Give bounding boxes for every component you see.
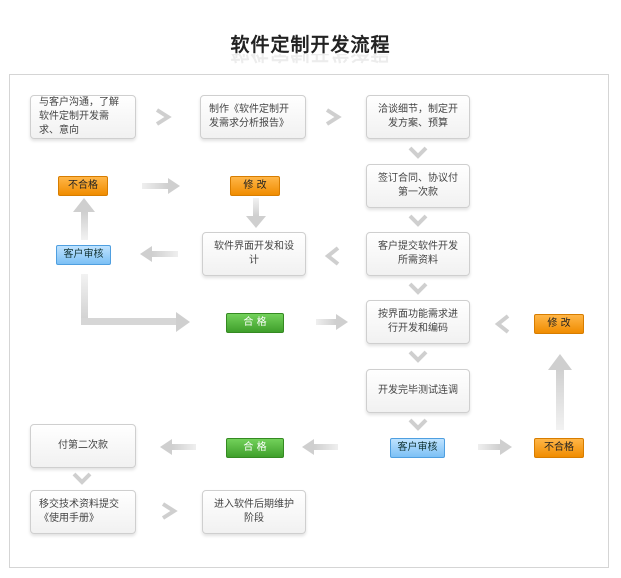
step-contract: 签订合同、协议付第一次款 <box>366 164 470 208</box>
fail-tag-bottom: 不合格 <box>534 438 584 458</box>
step-second-payment-label: 付第二次款 <box>58 440 108 451</box>
step-submit-label: 客户提交软件开发所需资料 <box>378 241 458 266</box>
step-maintenance: 进入软件后期维护阶段 <box>202 490 306 534</box>
step-communicate: 与客户沟通，了解软件定制开发需求、意向 <box>30 95 136 139</box>
diagram-title: 软件定制开发流程 <box>230 34 391 56</box>
step-ui-design-label: 软件界面开发和设计 <box>214 241 294 266</box>
review-tag-top: 客户审核 <box>56 245 111 265</box>
step-develop-label: 按界面功能需求进行开发和编码 <box>378 309 458 334</box>
pass-tag-mid: 合 格 <box>226 313 284 333</box>
step-second-payment: 付第二次款 <box>30 424 136 468</box>
step-test: 开发完毕测试连调 <box>366 369 470 413</box>
step-report: 制作《软件定制开发需求分析报告》 <box>200 95 306 139</box>
step-submit: 客户提交软件开发所需资料 <box>366 232 470 276</box>
step-negotiate-label: 洽谈细节，制定开发方案、预算 <box>378 104 458 129</box>
step-contract-label: 签订合同、协议付第一次款 <box>378 173 458 198</box>
modify-tag-top: 修 改 <box>230 176 280 196</box>
step-test-label: 开发完毕测试连调 <box>378 385 458 396</box>
step-handover-label: 移交技术资料提交《使用手册》 <box>39 499 119 524</box>
step-ui-design: 软件界面开发和设计 <box>202 232 306 276</box>
step-handover: 移交技术资料提交《使用手册》 <box>30 490 136 534</box>
step-develop: 按界面功能需求进行开发和编码 <box>366 300 470 344</box>
step-report-label: 制作《软件定制开发需求分析报告》 <box>209 104 289 129</box>
fail-tag-top: 不合格 <box>58 176 108 196</box>
review-tag-bottom: 客户审核 <box>390 438 445 458</box>
step-communicate-label: 与客户沟通，了解软件定制开发需求、意向 <box>39 97 119 136</box>
step-negotiate: 洽谈细节，制定开发方案、预算 <box>366 95 470 139</box>
pass-tag-bottom: 合 格 <box>226 438 284 458</box>
title-reflection: 软件定制开发流程 <box>0 54 621 68</box>
modify-tag-right: 修 改 <box>534 314 584 334</box>
step-maintenance-label: 进入软件后期维护阶段 <box>214 499 294 524</box>
